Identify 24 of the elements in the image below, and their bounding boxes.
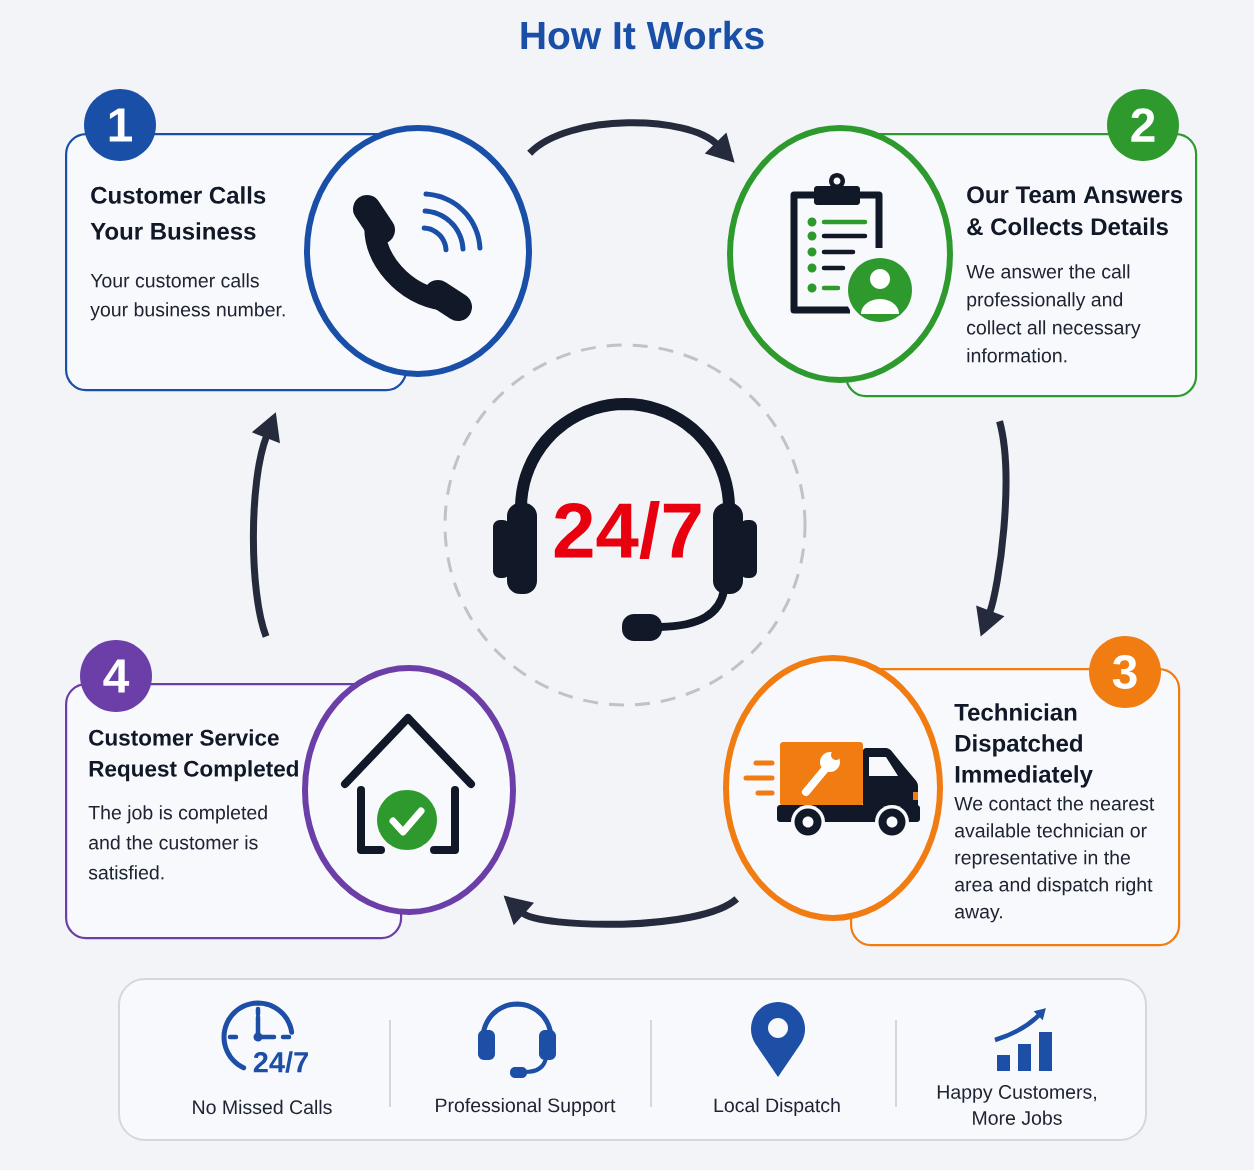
icon-circle [304, 125, 532, 377]
step-heading: Customer Service Request Completed [89, 729, 298, 782]
feature-panel [118, 978, 1147, 1141]
icon-circle [302, 665, 516, 915]
feature-label: Local Dispatch [714, 1097, 840, 1117]
dashed-circle [443, 343, 807, 707]
title: How It Works [521, 20, 764, 50]
step-description: We answer the call professionally and collect all necessary information. [966, 264, 1141, 363]
number-badge: 2 [1107, 89, 1179, 161]
step-description: Your customer calls your business number. [90, 273, 285, 321]
feature-label: Professional Support [436, 1097, 616, 1117]
number-badge: 3 [1089, 636, 1161, 708]
step-heading: Customer Calls Your Business [90, 186, 266, 240]
step-description: We contact the nearest available technician or representative in the area and dispatch right away. [954, 796, 1155, 923]
feature-label: Happy Customers, More Jobs [937, 1085, 1096, 1125]
step-heading: Our Team Answers & Collects Details [967, 186, 1183, 236]
icon-circle [723, 655, 943, 921]
number-badge: 4 [80, 640, 152, 712]
hours-text: 24/7 [554, 500, 701, 560]
icon-circle [727, 125, 953, 383]
number-badge: 1 [84, 89, 156, 161]
feature-label: No Missed Calls [193, 1099, 332, 1115]
hours-text: 24/7 [253, 1051, 308, 1073]
step-description: The job is completed and the customer is satisfied. [88, 805, 267, 880]
